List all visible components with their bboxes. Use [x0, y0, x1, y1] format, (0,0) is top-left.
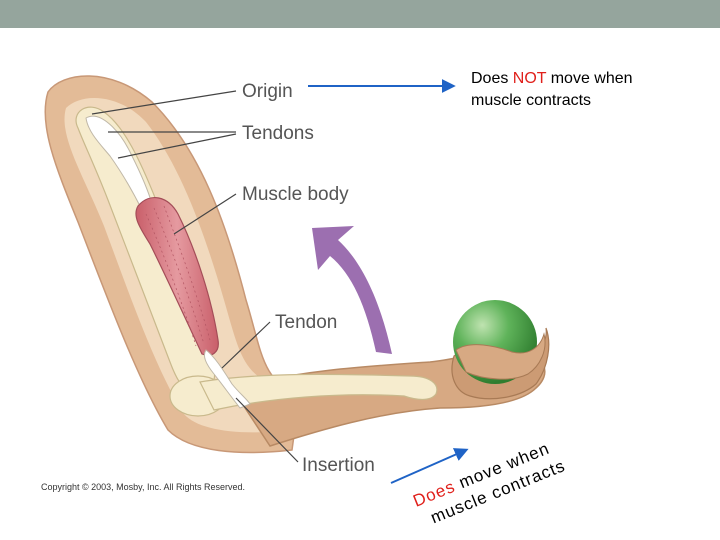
origin-note-suffix: move when [546, 70, 633, 87]
label-insertion: Insertion [302, 455, 375, 476]
origin-note: Does NOT move when muscle contracts [471, 68, 633, 112]
tendon-leader [221, 321, 271, 369]
tendons-leader-2 [117, 133, 237, 159]
origin-note-line1: Does NOT move when [471, 68, 633, 90]
origin-note-prefix: Does [471, 70, 513, 87]
muscle-body-shape [135, 197, 219, 356]
curved-flexion-arrow [312, 226, 392, 354]
copyright: Copyright © 2003, Mosby, Inc. All Rights… [41, 482, 246, 492]
insertion-leader [235, 397, 299, 463]
forearm-bones [199, 373, 438, 411]
fingers [455, 332, 546, 380]
muscle-striations [145, 205, 211, 347]
header-bar [0, 0, 720, 28]
label-origin: Origin [242, 81, 293, 102]
insertion-note: Does move when muscle contracts [410, 439, 568, 528]
origin-note-highlight: NOT [512, 70, 547, 87]
origin-leader [91, 90, 237, 115]
muscle-body-leader [173, 193, 237, 235]
origin-note-line2: muscle contracts [471, 92, 592, 109]
humerus-bone [75, 106, 216, 393]
insertion-arrow [390, 448, 469, 484]
label-tendon: Tendon [275, 312, 337, 333]
label-tendons: Tendons [242, 123, 314, 144]
lower-tendon [203, 349, 251, 409]
label-muscle-body: Muscle body [242, 184, 349, 205]
